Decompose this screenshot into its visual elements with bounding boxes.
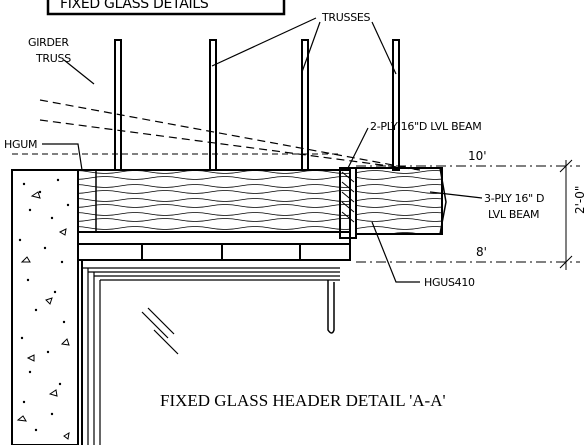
beam-2ply-label: 2-PLY 16"D LVL BEAM	[370, 120, 481, 133]
concrete-aggregate	[18, 178, 70, 432]
detail-title: FIXED GLASS HEADER DETAIL 'A-A'	[160, 391, 446, 410]
header-plates	[77, 231, 351, 261]
dimension-lines	[356, 159, 580, 270]
header-box: FIXED GLASS DETAILS	[46, 0, 286, 16]
dimension-bottom: 8'	[476, 245, 487, 259]
girder-label-line1: GIRDER	[28, 36, 69, 49]
beam-3ply-label-line1: 3-PLY 16" D	[484, 192, 544, 205]
concrete-wall	[11, 169, 79, 445]
lvl-beam-3ply	[355, 167, 447, 235]
glass-stop	[327, 280, 335, 334]
dimension-vertical: 2'-0"	[573, 186, 587, 214]
leader-lines	[42, 17, 483, 283]
girder-label-line2: TRUSS	[35, 52, 71, 65]
lvl-beam-2ply	[77, 169, 351, 233]
girder-truss-line	[39, 99, 421, 171]
dimension-top: 10'	[468, 149, 487, 163]
window-frame	[81, 260, 340, 445]
trusses-label: TRUSSES	[321, 11, 371, 24]
hgum-label: HGUM	[4, 138, 37, 151]
header-box-text: FIXED GLASS DETAILS	[60, 0, 209, 12]
glass-hatch	[141, 307, 179, 355]
beam-3ply-label-line2: LVL BEAM	[488, 208, 539, 221]
hgus-label: HGUS410	[424, 276, 475, 289]
